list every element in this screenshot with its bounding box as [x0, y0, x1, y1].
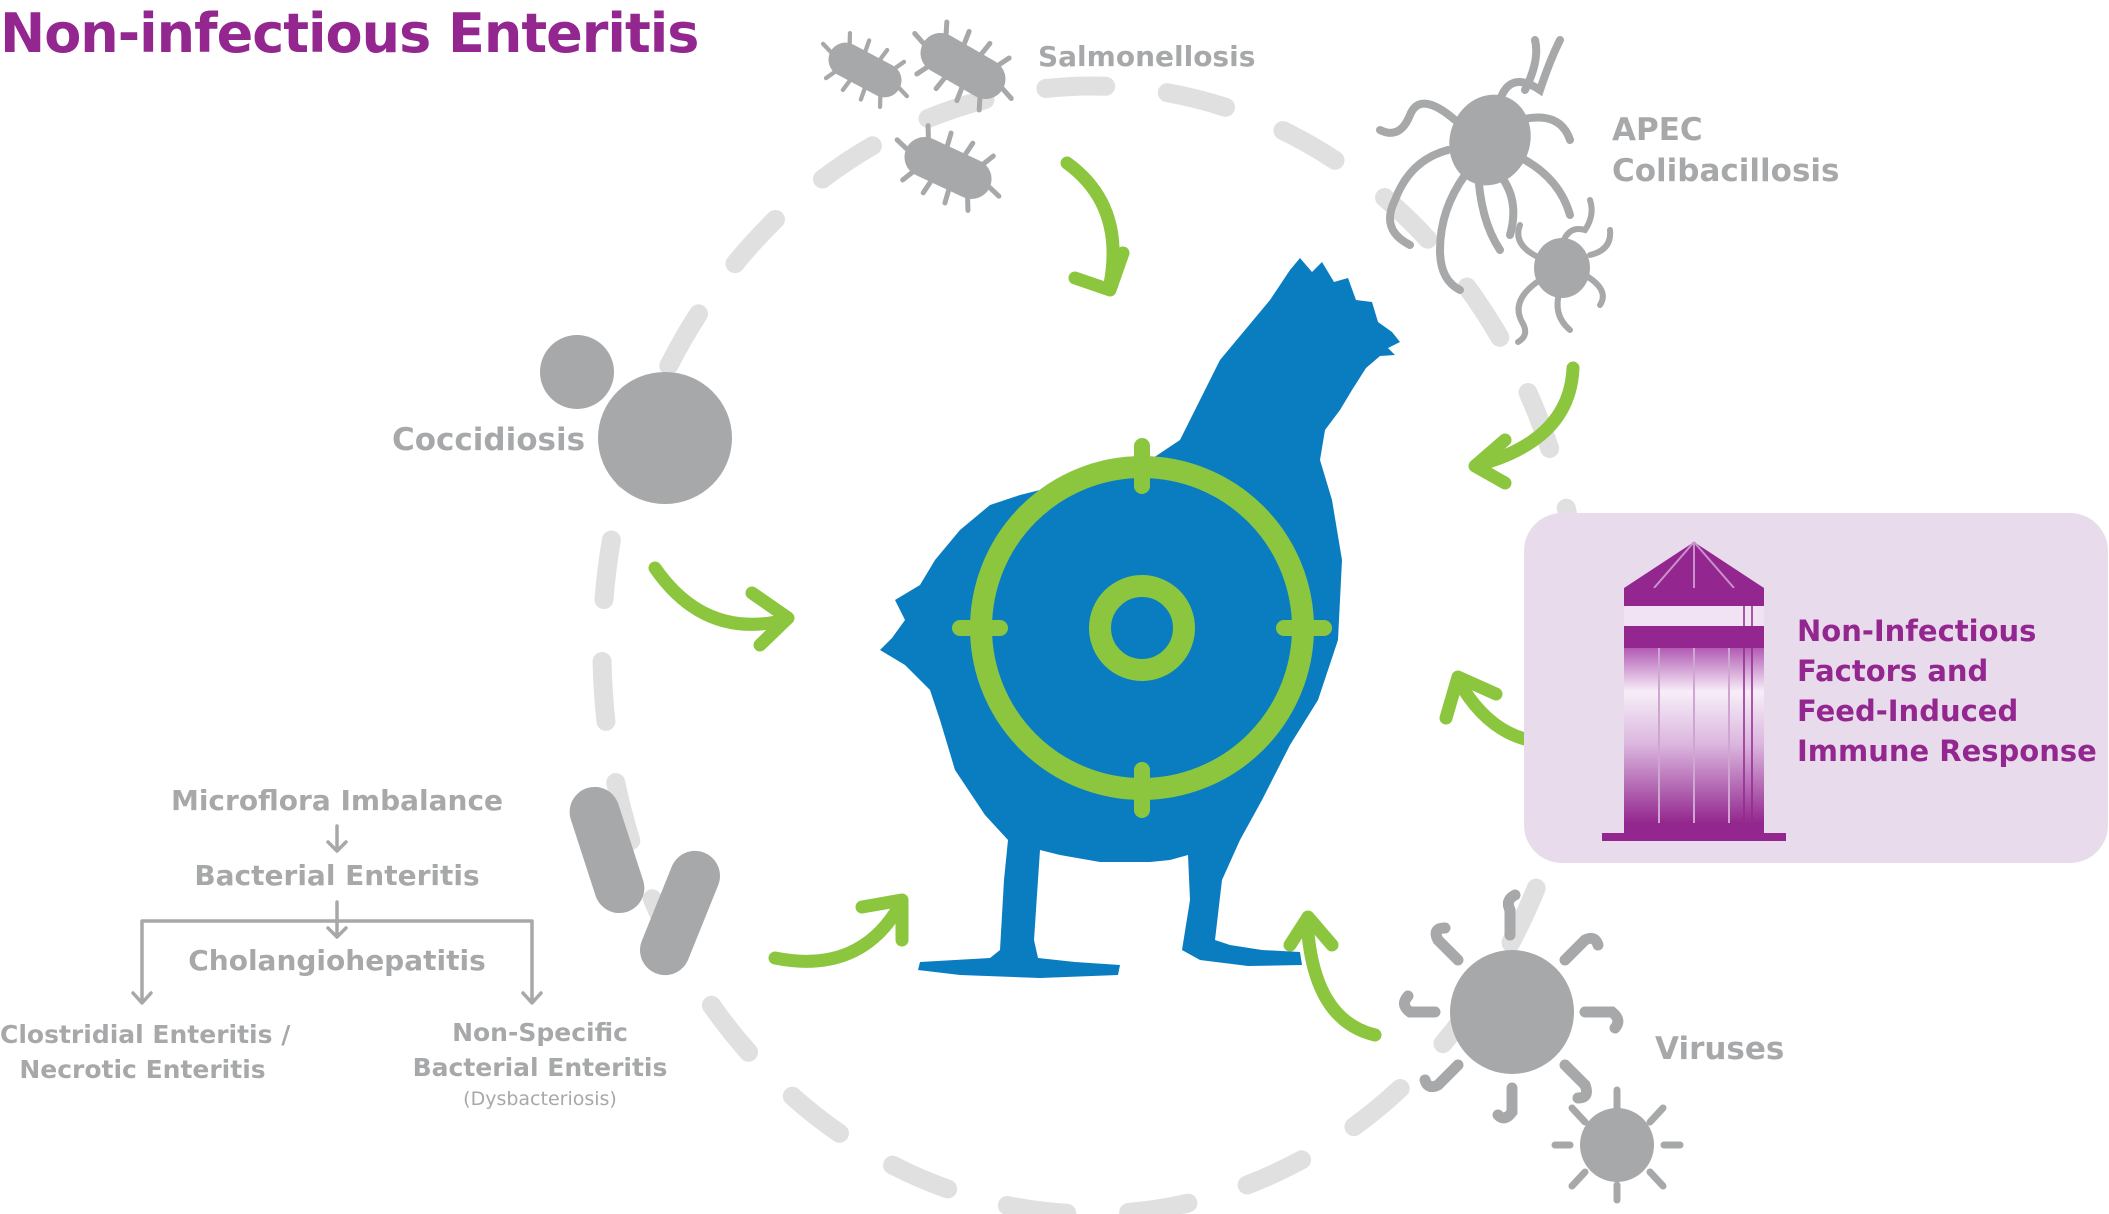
arrow-coccidiosis: [648, 561, 792, 631]
label-viruses: Viruses: [1655, 1031, 1785, 1067]
label-cholangiohepatitis: Cholangiohepatitis: [188, 944, 486, 977]
label-nonspecific-enteritis: Non-Specific Bacterial Enteritis: [410, 1015, 670, 1085]
label-apec: APEC Colibacillosis: [1612, 110, 1840, 192]
label-feed-factors: Non-Infectious Factors and Feed-Induced …: [1797, 611, 2097, 771]
chicken-silhouette: [880, 258, 1400, 978]
label-microflora-imbalance: Microflora Imbalance: [170, 784, 504, 817]
label-feed-line-1: Non-Infectious: [1797, 614, 2037, 648]
apec-bacteria-icon: [1376, 36, 1614, 345]
coccidia-oocyst-icon: [540, 335, 732, 504]
arrow-clostridia-head: [855, 893, 909, 947]
label-apec-line-1: APEC: [1612, 112, 1703, 148]
label-clostridial-enteritis: Clostridial Enteritis / Necrotic Enterit…: [0, 1017, 291, 1087]
arrow-apec-head: [1468, 433, 1512, 490]
arrow-apec: [1471, 361, 1580, 472]
feed-factors-panel: Non-Infectious Factors and Feed-Induced …: [1524, 513, 2108, 863]
arrows: [648, 156, 1582, 1042]
arrow-salmonellosis-head: [1068, 246, 1130, 297]
arrow-viruses: [1300, 913, 1382, 1042]
label-nonspecific-line-2: Bacterial Enteritis: [412, 1053, 668, 1082]
label-clostridial-line-2: Necrotic Enteritis: [19, 1055, 266, 1084]
arrow-coccidiosis-head: [745, 586, 795, 652]
label-nonspecific-line-1: Non-Specific: [452, 1018, 628, 1047]
target-crosshair-icon: [952, 438, 1332, 818]
label-salmonellosis: Salmonellosis: [1038, 40, 1256, 73]
arrow-viruses-head: [1283, 910, 1339, 952]
label-clostridial-line-1: Clostridial Enteritis /: [0, 1020, 291, 1049]
diagram-title: Non-infectious Enteritis: [0, 2, 699, 65]
label-feed-line-4: Immune Response: [1797, 734, 2097, 768]
clostridia-rod-icon: [569, 786, 720, 976]
flow-connectors: [131, 824, 543, 1005]
label-apec-line-2: Colibacillosis: [1612, 153, 1840, 189]
label-feed-line-3: Feed-Induced: [1797, 694, 2019, 728]
virus-icon: [1399, 889, 1684, 1204]
arrow-salmonellosis: [1060, 156, 1120, 291]
arrow-clostridia: [768, 898, 907, 968]
salmonella-bacteria-icon: [808, 8, 1029, 222]
label-dysbacteriosis: (Dysbacteriosis): [463, 1088, 617, 1110]
label-bacterial-enteritis: Bacterial Enteritis: [194, 859, 480, 892]
label-feed-line-2: Factors and: [1797, 654, 1989, 688]
arrow-feed-head: [1439, 670, 1503, 725]
label-coccidiosis: Coccidiosis: [392, 422, 586, 458]
feed-silo-icon: [1602, 541, 1786, 841]
